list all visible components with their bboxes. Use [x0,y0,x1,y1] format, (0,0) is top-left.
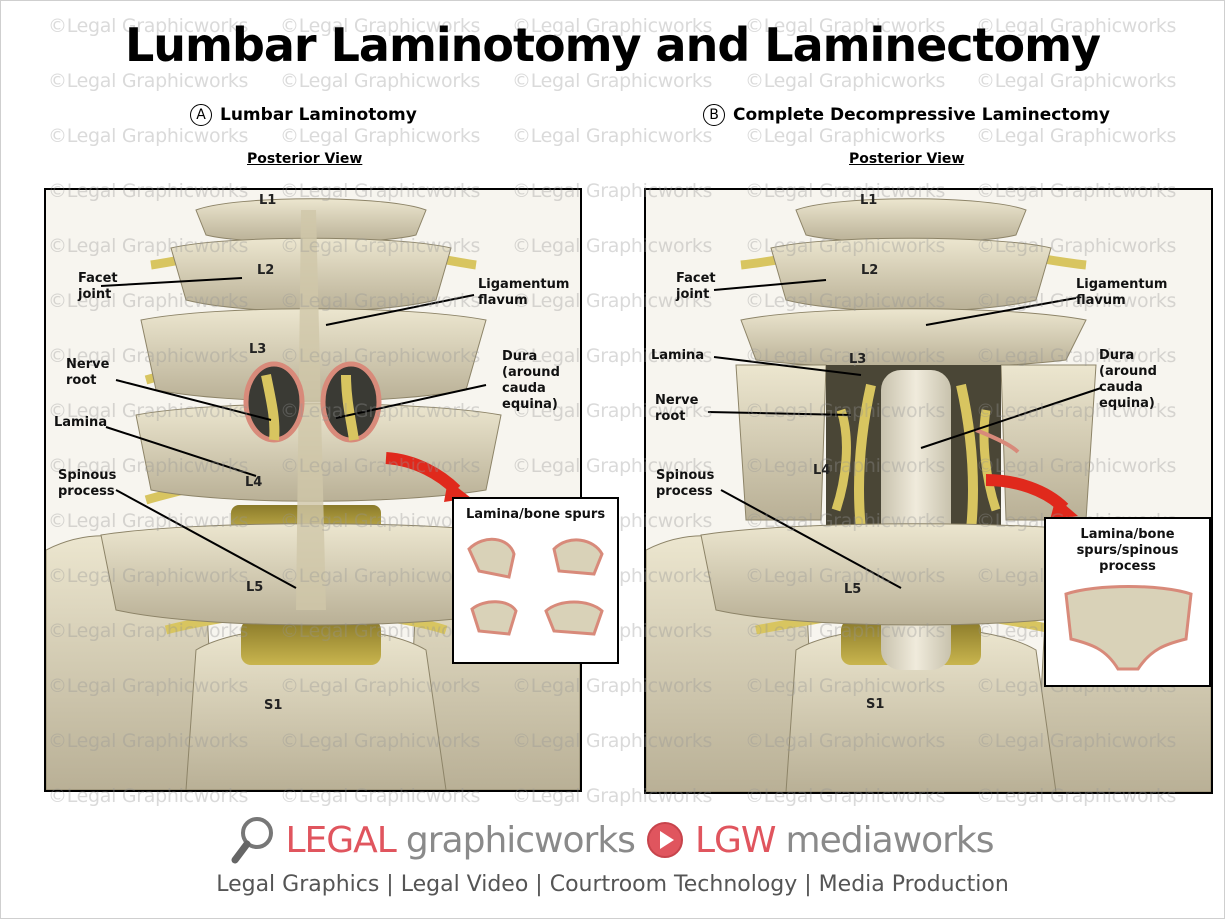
panel-a-illustration [44,188,582,792]
label-a-facet-joint: Facet joint [78,271,118,302]
inset-b-title: Lamina/bone spurs/spinous process [1076,527,1179,574]
label-b-ligamentum-flavum: Ligamentum flavum [1076,277,1168,308]
play-icon [646,822,683,858]
level-a-l2: L2 [257,263,275,278]
inset-a-title: Lamina/bone spurs [465,507,606,522]
logo-lgw: LGW [694,819,777,861]
level-b-l3: L3 [849,352,867,367]
label-b-lamina: Lamina [651,348,705,363]
section-a-title: Lumbar Laminotomy [220,105,417,125]
logo-mediaworks: mediaworks [785,819,995,861]
logo-legal: LEGAL [285,819,396,861]
label-b-dura: Dura (around cauda equina) [1099,348,1157,411]
level-a-s1: S1 [264,698,283,713]
level-b-l1: L1 [860,193,878,208]
inset-b: Lamina/bone spurs/spinous process [1044,517,1211,687]
spine-a-drawing [46,190,580,790]
section-b-title: Complete Decompressive Laminectomy [733,105,1110,125]
level-b-l2: L2 [861,263,879,278]
level-a-l1: L1 [259,193,277,208]
section-b-letter: B [703,104,725,126]
level-a-l5: L5 [246,580,264,595]
section-a-letter: A [190,104,212,126]
label-a-spinous-process: Spinous process [58,468,117,499]
panel-b-illustration [644,188,1213,794]
inset-a: Lamina/bone spurs [452,497,619,664]
level-b-l4: L4 [813,463,831,478]
level-b-l5: L5 [844,582,862,597]
inset-b-bone-fragment [1064,585,1193,671]
level-a-l4: L4 [245,475,263,490]
inset-a-bone-fragments [467,537,604,636]
label-a-lamina: Lamina [54,415,108,430]
footer-logo: LEGAL graphicworks LGW mediaworks [0,815,1225,865]
level-b-s1: S1 [866,697,885,712]
magnifier-icon [231,817,274,864]
label-b-facet-joint: Facet joint [676,271,716,302]
label-a-ligamentum-flavum: Ligamentum flavum [478,277,570,308]
section-a-heading: A Lumbar Laminotomy [190,104,417,126]
spine-b-drawing [646,190,1211,792]
section-b-view: Posterior View [849,151,965,167]
logo-graphicworks: graphicworks [405,819,636,861]
section-a-view: Posterior View [247,151,363,167]
label-b-spinous-process: Spinous process [656,468,715,499]
label-b-nerve-root: Nerve root [655,393,699,424]
footer-tagline: Legal Graphics | Legal Video | Courtroom… [216,872,1009,897]
label-a-dura: Dura (around cauda equina) [502,349,560,412]
level-a-l3: L3 [249,342,267,357]
page-title: Lumbar Laminotomy and Laminectomy [124,18,1101,72]
section-b-heading: B Complete Decompressive Laminectomy [703,104,1110,126]
label-a-nerve-root: Nerve root [66,357,110,388]
